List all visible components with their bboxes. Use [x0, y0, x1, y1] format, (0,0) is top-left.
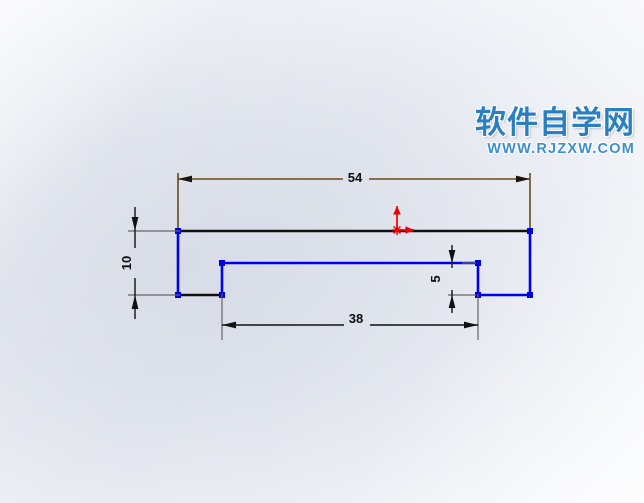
dimension-arrow-left — [222, 321, 236, 329]
dimension-overall-width[interactable]: 54 — [177, 170, 531, 231]
dimension-arrow-left — [178, 175, 192, 183]
sketch-point-inner-right-top[interactable] — [475, 260, 481, 266]
dimension-arrow-right — [464, 321, 478, 329]
dimension-value-38[interactable]: 38 — [349, 311, 363, 326]
origin-marker[interactable] — [392, 206, 414, 235]
sketch-point-bottom-right[interactable] — [527, 292, 533, 298]
dimension-arrow-bottom — [448, 295, 456, 308]
sketch-point-inner-left-top[interactable] — [219, 260, 225, 266]
sketch-geometry[interactable] — [175, 228, 533, 298]
dimension-arrow-top — [448, 250, 456, 263]
dimension-notch-width[interactable]: 38 — [221, 294, 479, 340]
dimension-value-5[interactable]: 5 — [428, 275, 443, 282]
origin-asterisk-icon — [392, 225, 402, 235]
dimension-overall-height[interactable]: 10 — [119, 207, 180, 319]
dimension-arrow-bottom — [131, 295, 139, 309]
dimension-value-10[interactable]: 10 — [119, 256, 134, 270]
dimension-arrow-top — [131, 217, 139, 231]
dimension-arrow-right — [516, 175, 530, 183]
sketch-point-top-right[interactable] — [527, 228, 533, 234]
dimension-notch-depth[interactable]: 5 — [428, 245, 476, 313]
dimension-value-54[interactable]: 54 — [348, 170, 363, 185]
